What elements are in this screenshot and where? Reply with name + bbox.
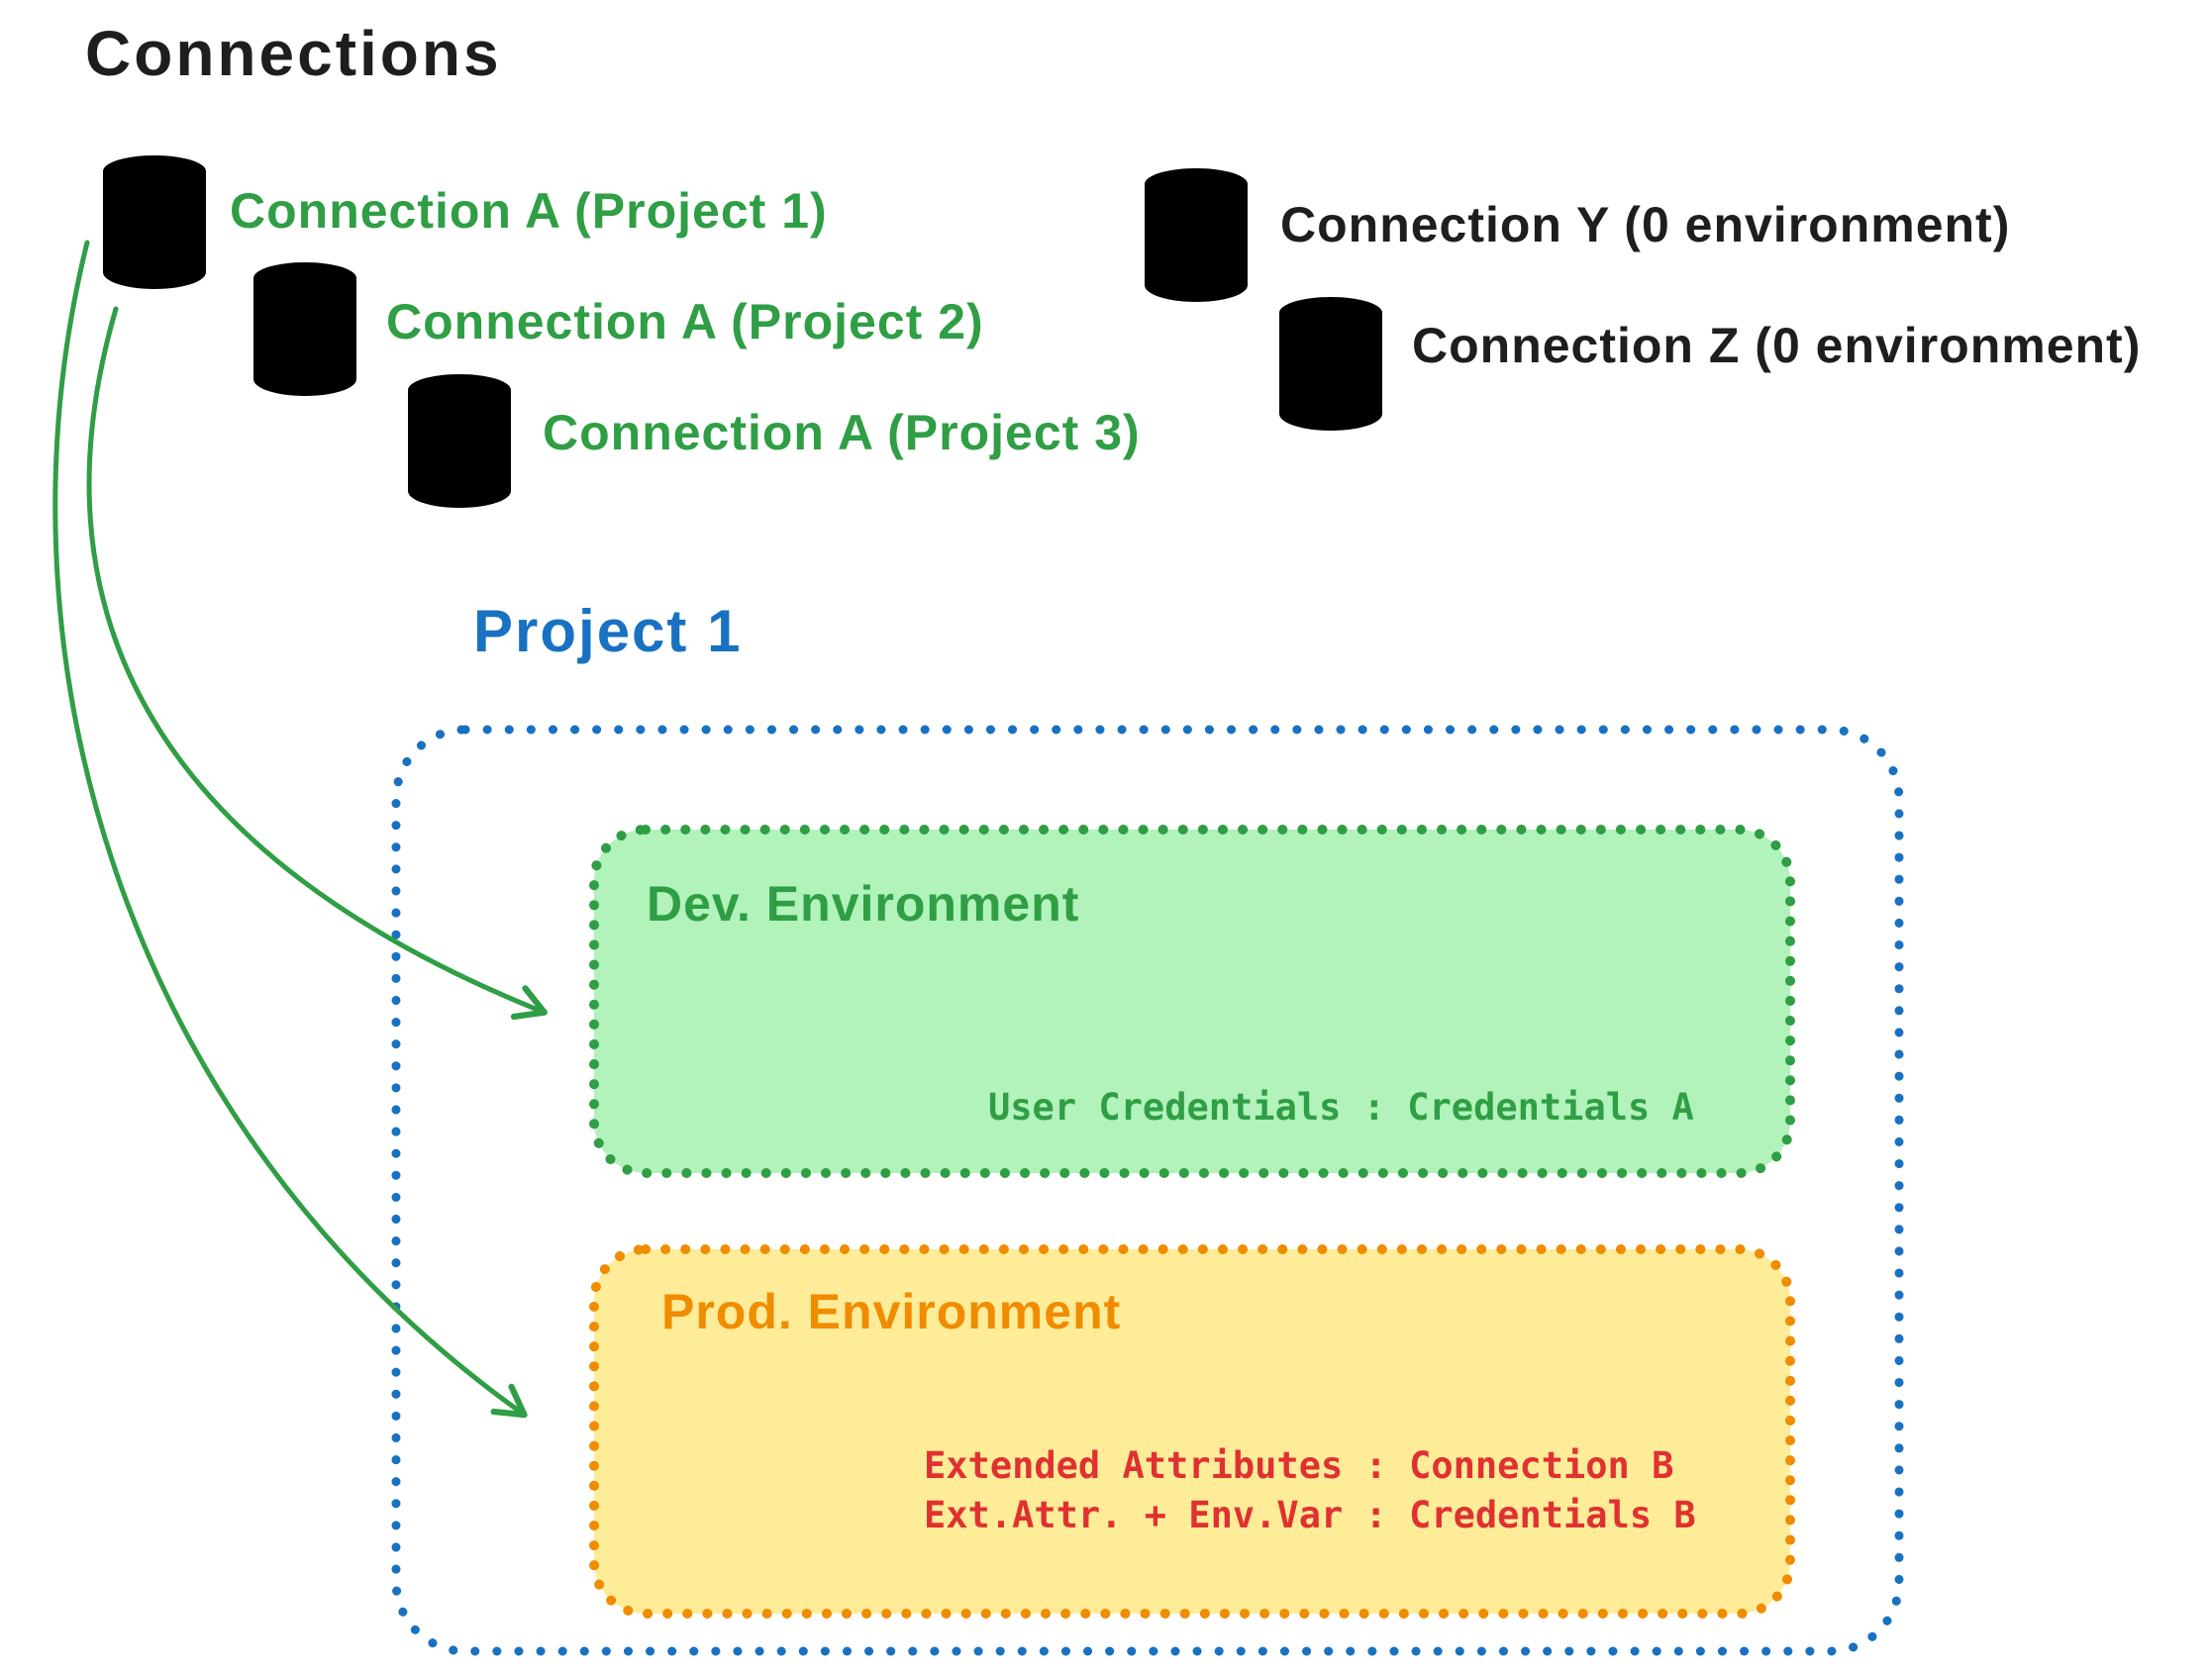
- dev-credentials-mapping: User Credentials : Credentials A: [988, 1086, 1694, 1129]
- database-icon: [1145, 168, 1248, 302]
- database-icon: [253, 262, 356, 396]
- dev-environment-title: Dev. Environment: [647, 876, 1080, 932]
- prod-credentials-mapping: Ext.Attr. + Env.Var : Credentials B: [924, 1494, 1696, 1536]
- database-icon: [1279, 297, 1382, 431]
- dev-environment-box: [589, 825, 1795, 1178]
- connection-y-label: Connection Y (0 environment): [1280, 197, 2011, 252]
- arrow-connection-a-to-dev: [86, 306, 548, 1021]
- prod-environment-title: Prod. Environment: [661, 1284, 1122, 1339]
- database-icon: [103, 155, 206, 289]
- diagram-title: Connections: [85, 18, 502, 89]
- connection-z-label: Connection Z (0 environment): [1412, 318, 2142, 373]
- project-1-container-box: [391, 725, 1904, 1656]
- arrow-connection-a-to-prod: [52, 240, 528, 1419]
- connection-a-project-1-label: Connection A (Project 1): [230, 183, 828, 239]
- prod-connection-mapping: Extended Attributes : Connection B: [924, 1444, 1674, 1487]
- connection-a-project-3-label: Connection A (Project 3): [543, 405, 1141, 460]
- project-1-title: Project 1: [473, 598, 743, 664]
- prod-environment-box: [589, 1244, 1795, 1619]
- connection-a-project-2-label: Connection A (Project 2): [386, 294, 984, 349]
- database-icon: [408, 374, 511, 508]
